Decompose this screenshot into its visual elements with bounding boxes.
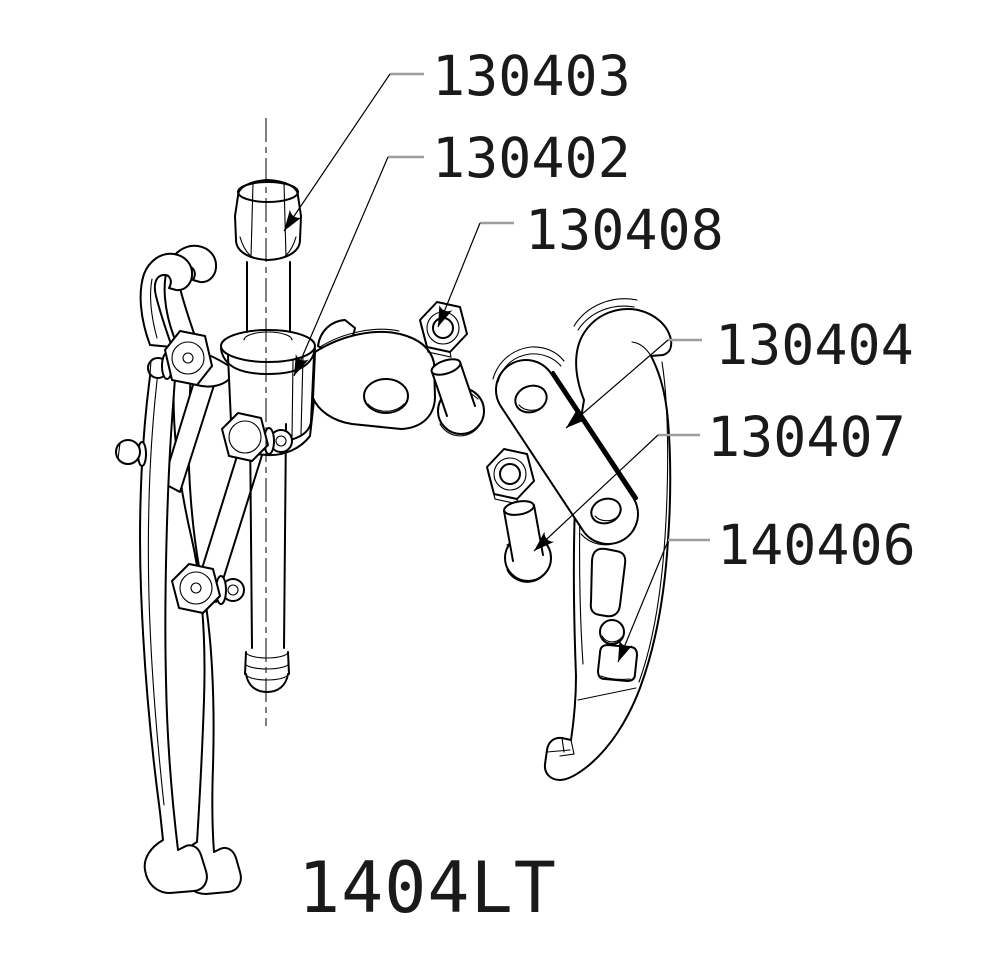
pivot-bolt-lower-left	[115, 439, 147, 467]
jaw-slot	[589, 547, 627, 618]
hex-bolt-lower	[503, 500, 552, 583]
part-labels: 130403 130402 130408 130404 130407 14040…	[298, 44, 916, 929]
leader-pointers	[283, 73, 669, 663]
jaw-square-hole	[597, 644, 638, 682]
jaw-left-front	[139, 252, 208, 894]
yoke-flange	[220, 329, 316, 363]
yoke-ear-hole	[363, 378, 409, 414]
link-arm-hole-lower	[590, 497, 622, 525]
pivot-bolt-upper-left	[147, 330, 213, 386]
hex-bolt-upper	[430, 358, 485, 437]
part-label-130402: 130402	[432, 126, 631, 190]
part-label-130407: 130407	[707, 405, 906, 469]
forcing-screw-hex-head	[234, 179, 302, 261]
part-label-130404: 130404	[715, 313, 914, 377]
forcing-screw-tip	[244, 651, 290, 693]
part-label-140406: 140406	[717, 513, 916, 577]
puller-assembly	[115, 118, 673, 895]
jaw-round-hole	[599, 619, 625, 645]
hex-nut-lower	[486, 448, 535, 505]
pivot-bolt-center	[221, 412, 293, 462]
yoke-body	[168, 319, 436, 457]
forcing-screw	[234, 179, 302, 693]
link-arm-right	[492, 346, 639, 546]
part-label-130408: 130408	[525, 198, 724, 262]
hex-nut-upper	[419, 301, 468, 358]
pivot-bolt-bottom	[171, 563, 245, 614]
model-code-label: 1404LT	[298, 847, 557, 929]
leader-stubs	[388, 72, 710, 542]
link-arm-hole-upper	[514, 384, 548, 414]
part-label-130403: 130403	[432, 44, 631, 108]
